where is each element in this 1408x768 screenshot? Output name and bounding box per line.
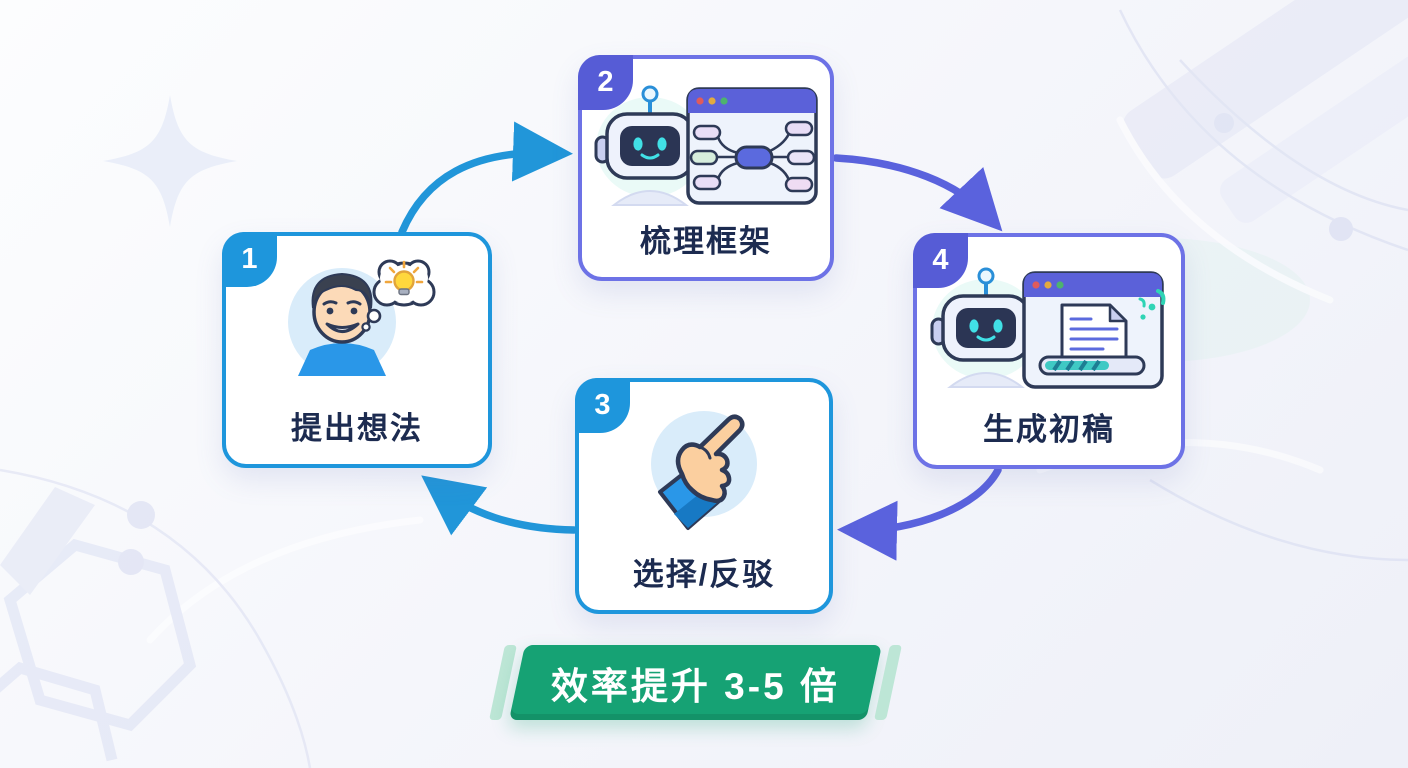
step-number-badge: 1 (222, 232, 277, 287)
step-label: 提出想法 (291, 411, 423, 446)
step-card-2: 2 梳理框架 (578, 55, 834, 281)
efficiency-banner: 效率提升 3-5 倍 (489, 645, 903, 720)
arrow-step1-to-step2 (398, 121, 573, 236)
step-number-badge: 2 (578, 55, 633, 110)
step-number: 3 (594, 389, 611, 421)
step-number: 1 (241, 243, 258, 275)
person-with-lightbulb-idea-icon (226, 250, 488, 386)
step-label: 选择/反驳 (632, 557, 776, 592)
robot (594, 85, 706, 206)
step-card-1: 1 (222, 232, 492, 468)
sparkle-star-shape (103, 95, 237, 227)
pointing-hand-icon (579, 396, 829, 534)
step-number: 2 (597, 66, 614, 98)
draft-browser-window (1022, 271, 1166, 389)
robot-with-draft-document-icon (917, 263, 1181, 395)
robot (930, 267, 1042, 388)
arrow-step3-to-step1 (421, 475, 578, 536)
step-number-badge: 3 (575, 378, 630, 433)
step-card-4: 4 生成初稿 (913, 233, 1185, 469)
document (1060, 303, 1128, 373)
step-label: 生成初稿 (983, 412, 1115, 447)
thought-bubble (361, 259, 436, 332)
progress-bar (1038, 355, 1146, 376)
banner-main: 效率提升 3-5 倍 (509, 645, 883, 720)
step-number: 4 (932, 244, 949, 276)
mindmap-browser-window (686, 87, 818, 205)
robot-with-mindmap-window-icon (582, 81, 830, 213)
step-number-badge: 4 (913, 233, 968, 288)
sparkle-dots (1138, 289, 1166, 320)
banner-text: 效率提升 3-5 倍 (551, 665, 841, 707)
lightbulb (384, 260, 424, 296)
arrow-step4-to-step3 (837, 466, 1002, 561)
arrow-step2-to-step4 (832, 154, 1003, 232)
step-card-3: 3 选择/反驳 (575, 378, 833, 614)
step-label: 梳理框架 (640, 224, 772, 259)
